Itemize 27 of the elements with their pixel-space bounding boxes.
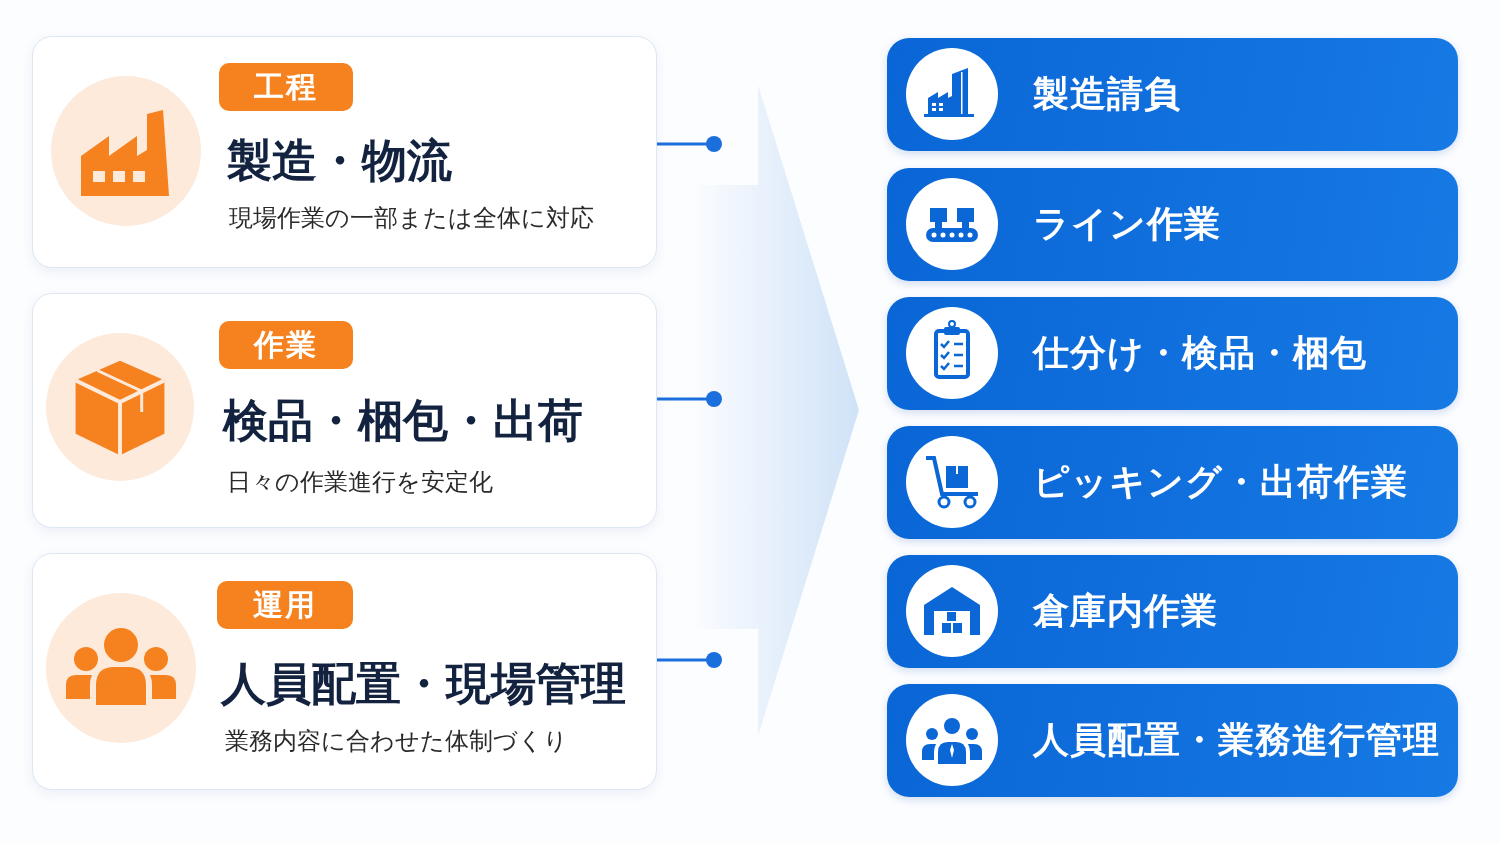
connector-line xyxy=(657,136,722,152)
service-bar xyxy=(887,297,1458,410)
item-label: 製造請負 xyxy=(1033,72,1181,116)
category-tag: 作業 xyxy=(219,321,353,369)
card xyxy=(32,293,657,528)
item-label: ピッキング・出荷作業 xyxy=(1033,460,1408,504)
category-tag: 運用 xyxy=(217,581,353,629)
card-subtitle: 業務内容に合わせた体制づくり xyxy=(225,726,568,757)
card-title: 人員配置・現場管理 xyxy=(221,656,626,712)
card xyxy=(32,36,657,268)
connector-line xyxy=(657,391,722,407)
service-bar xyxy=(887,38,1458,151)
card-title: 製造・物流 xyxy=(227,133,452,189)
item-label: 人員配置・業務進行管理 xyxy=(1033,718,1440,762)
item-label: 倉庫内作業 xyxy=(1033,589,1218,633)
item-label: 仕分け・検品・梱包 xyxy=(1033,331,1367,375)
service-bar xyxy=(887,168,1458,281)
card-subtitle: 現場作業の一部または全体に対応 xyxy=(229,203,594,234)
connector-line xyxy=(657,652,722,668)
card-title: 検品・梱包・出荷 xyxy=(223,393,583,449)
service-bar xyxy=(887,555,1458,668)
card-subtitle: 日々の作業進行を安定化 xyxy=(227,467,493,498)
service-bar xyxy=(887,684,1458,797)
service-bar xyxy=(887,426,1458,539)
item-label: ライン作業 xyxy=(1033,202,1221,246)
category-tag: 工程 xyxy=(219,63,353,111)
card xyxy=(32,553,657,790)
